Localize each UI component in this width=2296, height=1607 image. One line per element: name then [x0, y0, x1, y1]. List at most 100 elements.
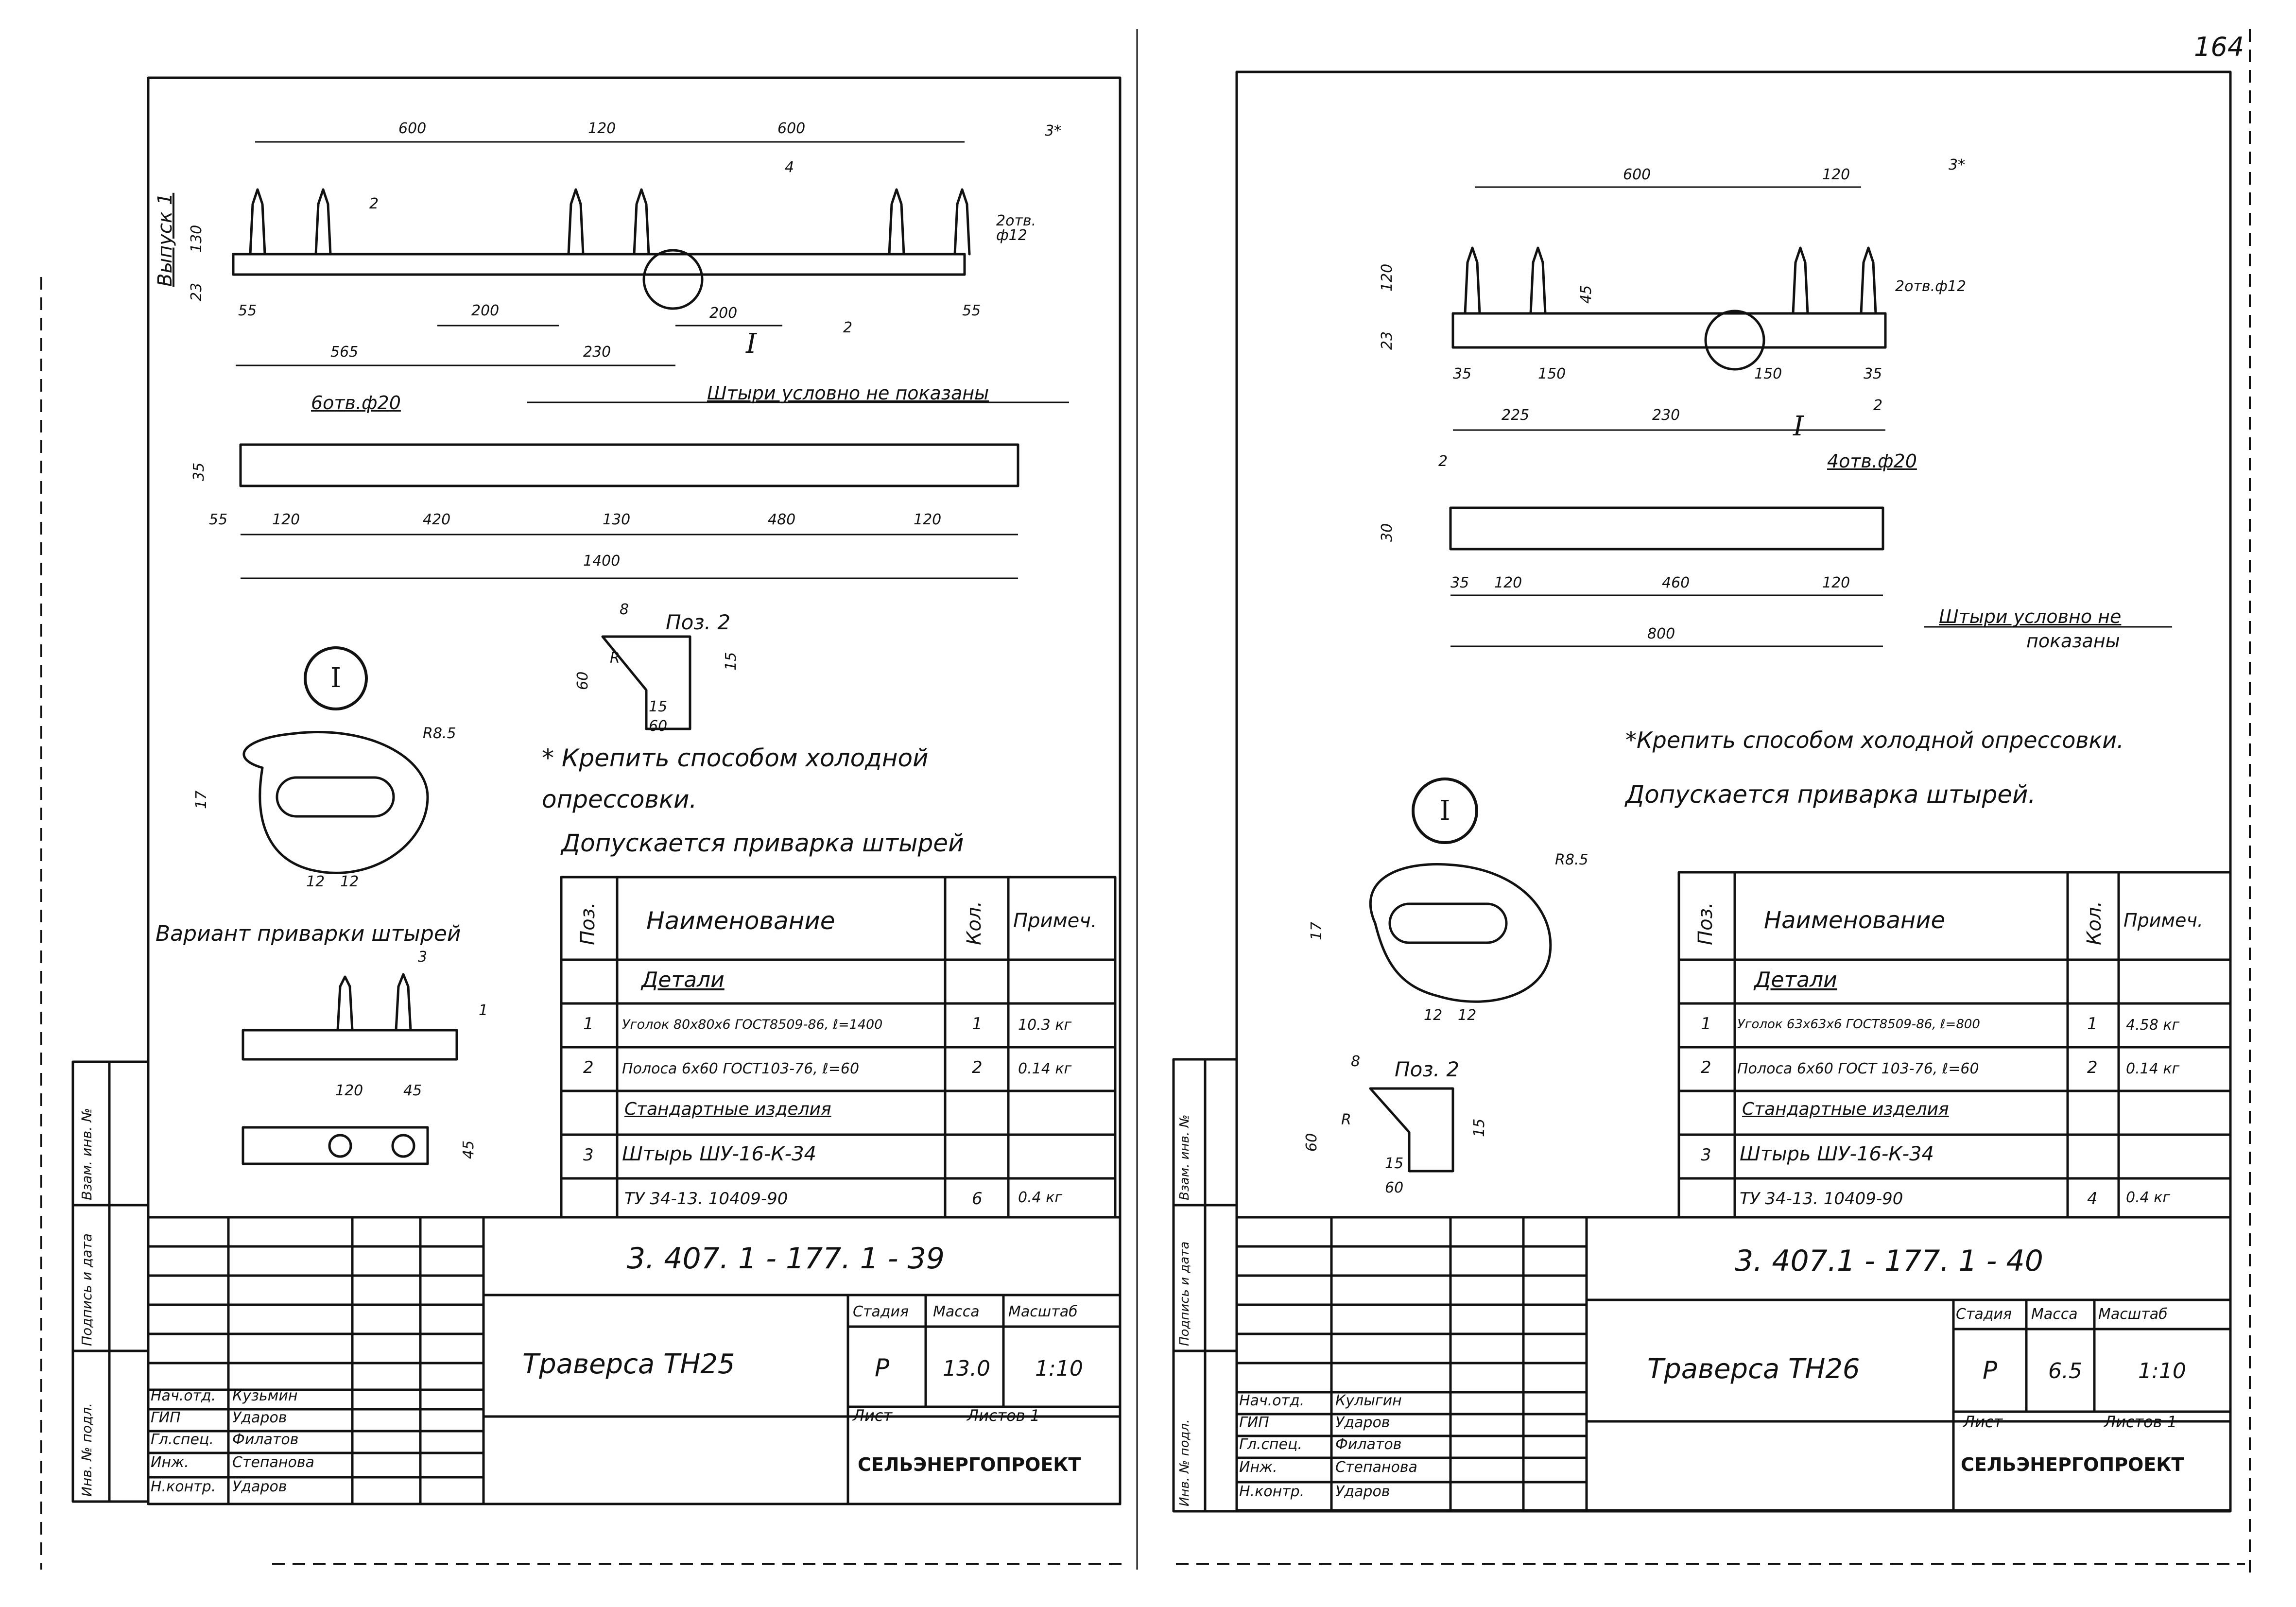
r-name-3: Филатов: [1335, 1436, 1402, 1453]
dim-230: 230: [583, 344, 611, 361]
note-2: Допускается приварка штырей: [561, 829, 964, 857]
r-spec-r4-qty: 4: [2087, 1189, 2098, 1209]
spec-r2-name: Полоса 6х60 ГОСТ103-76, ℓ=60: [622, 1060, 860, 1077]
r-spec-r3-name: Штырь ШУ-16-К-34: [1740, 1143, 1934, 1165]
r-side-podpis: Подпись и дата: [1177, 1241, 1192, 1346]
name-4: Степанова: [232, 1454, 314, 1471]
spec-h-name: Наименование: [646, 907, 835, 935]
r-stage-value: Р: [1983, 1356, 1998, 1384]
r-side-vzam: Взам. инв. №: [1177, 1114, 1192, 1200]
dim-600-a: 600: [398, 120, 427, 137]
doc-name: Траверса ТН25: [522, 1348, 735, 1380]
r-pos2-dim-8: 8: [1351, 1053, 1361, 1070]
sheet-label: Лист: [853, 1406, 893, 1425]
pos2-dim-15-b: 15: [649, 698, 668, 715]
r-scale-value: 1:10: [2138, 1359, 2186, 1383]
detail-dim-12-a: 12: [306, 873, 325, 890]
plan-dim-120-b: 120: [914, 511, 942, 528]
detail-mark-i: I: [304, 646, 368, 710]
stage-header: Стадия: [853, 1303, 909, 1320]
spec-r1-qty: 1: [972, 1014, 983, 1034]
r-spec-h-name: Наименование: [1764, 907, 1946, 934]
r-plan-dim-120-a: 120: [1494, 574, 1522, 591]
r-spec-r3-pos: 3: [1701, 1145, 1711, 1165]
r-plan-dim-30: 30: [1379, 523, 1396, 542]
r-pos2-dim-15-b: 15: [1385, 1155, 1404, 1172]
weld-title: Вариант приварки штырей: [155, 921, 461, 946]
r-callout-holes: 2отв.ф12: [1895, 278, 1966, 295]
r-name-4: Степанова: [1335, 1459, 1417, 1476]
r-mass-header: Масса: [2031, 1306, 2078, 1323]
r-callout-3star: 3*: [1949, 156, 1966, 173]
spec-r3-name: Штырь ШУ-16-К-34: [622, 1143, 816, 1165]
note-1b: опрессовки.: [542, 785, 697, 813]
dim-55-a: 55: [238, 302, 257, 319]
r-dim-150-a: 150: [1538, 365, 1566, 382]
r-detail-dim-12-b: 12: [1458, 1007, 1477, 1024]
weld-callout-3: 3: [418, 949, 428, 966]
name-5: Ударов: [232, 1478, 287, 1495]
plan-dim-420: 420: [423, 511, 451, 528]
side-vzam: Взам. инв. №: [79, 1107, 95, 1200]
r-spec-r1-note: 4.58 кг: [2126, 1017, 2180, 1034]
pos2-dim-15-a: 15: [723, 652, 740, 671]
r-spec-h-pos: Поз.: [1694, 902, 1717, 945]
r-holes-4-f20: 4отв.ф20: [1827, 450, 1917, 472]
r-detail-dim-12-a: 12: [1424, 1007, 1443, 1024]
r-role-5: Н.контр.: [1239, 1483, 1305, 1500]
weld-dim-45-b: 45: [460, 1140, 477, 1159]
plan-note: Штыри условно не показаны: [707, 382, 989, 404]
r-dim-225: 225: [1502, 407, 1530, 424]
dim-600-b: 600: [777, 120, 806, 137]
dim-23: 23: [188, 282, 205, 301]
spec-r4-note: 0.4 кг: [1018, 1189, 1063, 1206]
plan-dim-130: 130: [603, 511, 631, 528]
r-name-1: Кулыгин: [1335, 1392, 1402, 1409]
r-sheet-label: Лист: [1963, 1413, 2003, 1431]
r-spec-r2-name: Полоса 6х60 ГОСТ 103-76, ℓ=60: [1737, 1060, 1979, 1077]
r-detail-mark-label: I: [1439, 795, 1450, 827]
scale-value: 1:10: [1035, 1356, 1083, 1381]
role-4: Инж.: [151, 1454, 189, 1471]
r-detail-mark-i: I: [1412, 778, 1478, 844]
r-spec-row-standard: Стандартные изделия: [1742, 1099, 1949, 1119]
dim-130: 130: [188, 225, 205, 253]
spec-row-standard: Стандартные изделия: [624, 1099, 831, 1119]
r-doc-code: 3. 407.1 - 177. 1 - 40: [1735, 1244, 2043, 1278]
side-podpis: Подпись и дата: [79, 1233, 95, 1346]
role-2: ГИП: [151, 1409, 181, 1426]
role-5: Н.контр.: [151, 1478, 216, 1495]
spec-row-details: Детали: [641, 968, 725, 992]
organization: СЕЛЬЭНЕРГОПРОЕКТ: [858, 1454, 1081, 1475]
callout-4: 4: [785, 159, 794, 176]
stage-value: Р: [875, 1354, 890, 1382]
spec-h-qty: Кол.: [963, 900, 985, 945]
spec-h-pos: Поз.: [577, 902, 599, 945]
r-dim-150-b: 150: [1754, 365, 1782, 382]
doc-code: 3. 407. 1 - 177. 1 - 39: [627, 1242, 945, 1276]
r-organization: СЕЛЬЭНЕРГОПРОЕКТ: [1961, 1454, 2184, 1475]
weld-dim-120: 120: [335, 1082, 363, 1099]
r-role-2: ГИП: [1239, 1414, 1269, 1431]
r-plan-note-2: показаны: [2026, 630, 2120, 652]
r-plan-dim-120-b: 120: [1822, 574, 1850, 591]
side-inv-podl: Инв. № подл.: [79, 1402, 95, 1497]
weld-dim-45: 45: [403, 1082, 422, 1099]
r-spec-h-qty: Кол.: [2083, 900, 2106, 945]
r-dim-45: 45: [1578, 285, 1595, 304]
pos2-dim-60: 60: [574, 671, 591, 690]
r-detail-r85: R8.5: [1555, 851, 1588, 868]
callout-holes-12: 2отв. ф12: [996, 212, 1036, 244]
r-note-2: Допускается приварка штырей.: [1625, 780, 2036, 809]
role-1: Нач.отд.: [151, 1387, 216, 1404]
plan-dim-480: 480: [768, 511, 796, 528]
r-plan-note-1: Штыри условно не: [1939, 606, 2122, 627]
sheets-label: Листов 1: [967, 1406, 1040, 1425]
r-spec-row-details: Детали: [1754, 968, 1837, 992]
spec-r1-name: Уголок 80х80х6 ГОСТ8509-86, ℓ=1400: [622, 1017, 883, 1032]
note-1: * Крепить способом холодной: [542, 744, 929, 772]
r-spec-r1-pos: 1: [1701, 1014, 1711, 1034]
weld-callout-1: 1: [479, 1002, 488, 1019]
dim-200-a: 200: [471, 302, 500, 319]
role-3: Гл.спец.: [151, 1431, 214, 1448]
